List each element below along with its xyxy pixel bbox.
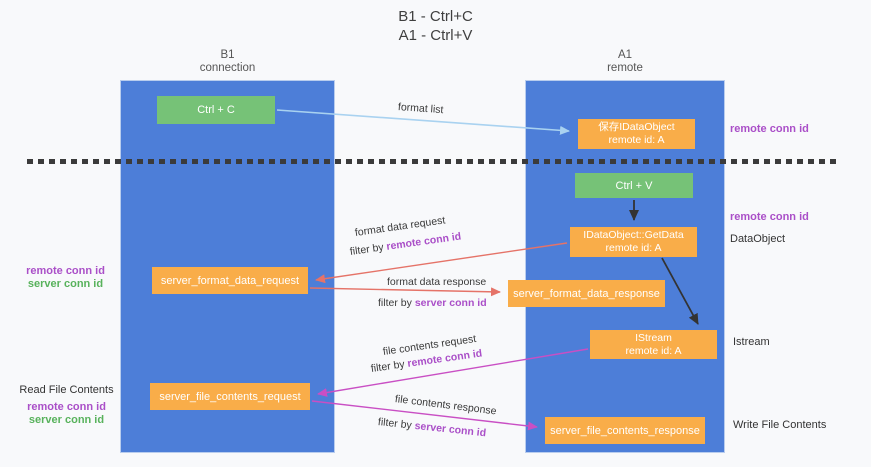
- side-stack-format-ids: remote conn id server conn id: [18, 265, 113, 291]
- session-divider-dashed-line: [27, 159, 838, 164]
- filter-by-text: filter by: [378, 297, 412, 309]
- lane-b1-title: B1: [220, 49, 235, 61]
- node-ctrl-c-label: Ctrl + C: [197, 104, 235, 116]
- server-conn-id-text: server conn id: [414, 297, 487, 309]
- edge-label-format-list: format list: [397, 101, 444, 117]
- node-save-idataobject-line1: 保存IDataObject: [598, 121, 675, 133]
- node-idataobject-getdata-line1: IDataObject::GetData: [583, 229, 684, 241]
- arrow-format-data-response: [309, 287, 501, 297]
- node-server-format-data-request-label: server_format_data_request: [160, 274, 300, 287]
- side-label-server-conn-id-left2: server conn id: [28, 414, 105, 426]
- filter-by-text: filter by: [377, 416, 413, 432]
- node-save-idataobject: 保存IDataObject remote id: A: [578, 119, 695, 149]
- node-server-format-data-response-label: server_format_data_response: [513, 287, 660, 300]
- node-ctrl-v: Ctrl + V: [575, 173, 693, 198]
- filter-by-text: filter by: [370, 358, 406, 375]
- node-server-format-data-response: server_format_data_response: [508, 280, 665, 307]
- lane-header-b1: B1 connection: [120, 49, 335, 75]
- side-label-istream: Istream: [733, 336, 770, 348]
- side-label-remote-conn-id-top: remote conn id: [730, 123, 809, 135]
- node-server-file-contents-response-label: server_file_contents_response: [550, 424, 700, 437]
- lane-a1-subtitle: remote: [607, 62, 643, 74]
- filter-by-text: filter by: [349, 241, 385, 258]
- server-conn-id-text: server conn id: [414, 419, 487, 440]
- remote-conn-id-text: remote conn id: [385, 230, 462, 253]
- edge-label-file-contents-response: file contents response: [394, 393, 498, 418]
- node-idataobject-getdata-line2: remote id: A: [605, 242, 662, 254]
- node-server-file-contents-request-label: server_file_contents_request: [159, 390, 301, 403]
- side-label-write-file-contents: Write File Contents: [733, 419, 827, 431]
- side-stack-file-ids: Read File Contents remote conn id server…: [14, 384, 119, 427]
- lane-a1-title: A1: [617, 49, 633, 61]
- side-label-remote-conn-id-left2: remote conn id: [27, 401, 106, 413]
- lane-header-a1: A1 remote: [525, 49, 725, 75]
- side-label-read-file-contents: Read File Contents: [19, 384, 114, 396]
- node-ctrl-v-label: Ctrl + V: [615, 179, 653, 192]
- side-label-remote-conn-id-mid: remote conn id: [730, 211, 809, 223]
- node-istream-line2: remote id: A: [625, 344, 682, 357]
- node-istream-line1: IStream: [635, 331, 672, 344]
- node-server-format-data-request: server_format_data_request: [152, 267, 308, 294]
- title-line-2: A1 - Ctrl+V: [398, 27, 473, 44]
- side-label-remote-conn-id-left: remote conn id: [26, 265, 105, 277]
- node-istream: IStream remote id: A: [590, 330, 717, 359]
- node-server-file-contents-request: server_file_contents_request: [150, 383, 310, 410]
- diagram-title: B1 - Ctrl+C A1 - Ctrl+V: [0, 7, 871, 45]
- lane-b1-subtitle: connection: [199, 62, 256, 74]
- side-label-server-conn-id-left: server conn id: [27, 278, 104, 290]
- node-idataobject-getdata: IDataObject::GetData remote id: A: [570, 227, 697, 257]
- node-save-idataobject-line2: remote id: A: [608, 134, 665, 146]
- edge-label-format-data-response: format data response: [387, 276, 487, 288]
- title-line-1: B1 - Ctrl+C: [398, 8, 473, 25]
- node-ctrl-c: Ctrl + C: [157, 96, 275, 124]
- side-label-dataobject: DataObject: [730, 233, 786, 245]
- node-server-file-contents-response: server_file_contents_response: [545, 417, 705, 444]
